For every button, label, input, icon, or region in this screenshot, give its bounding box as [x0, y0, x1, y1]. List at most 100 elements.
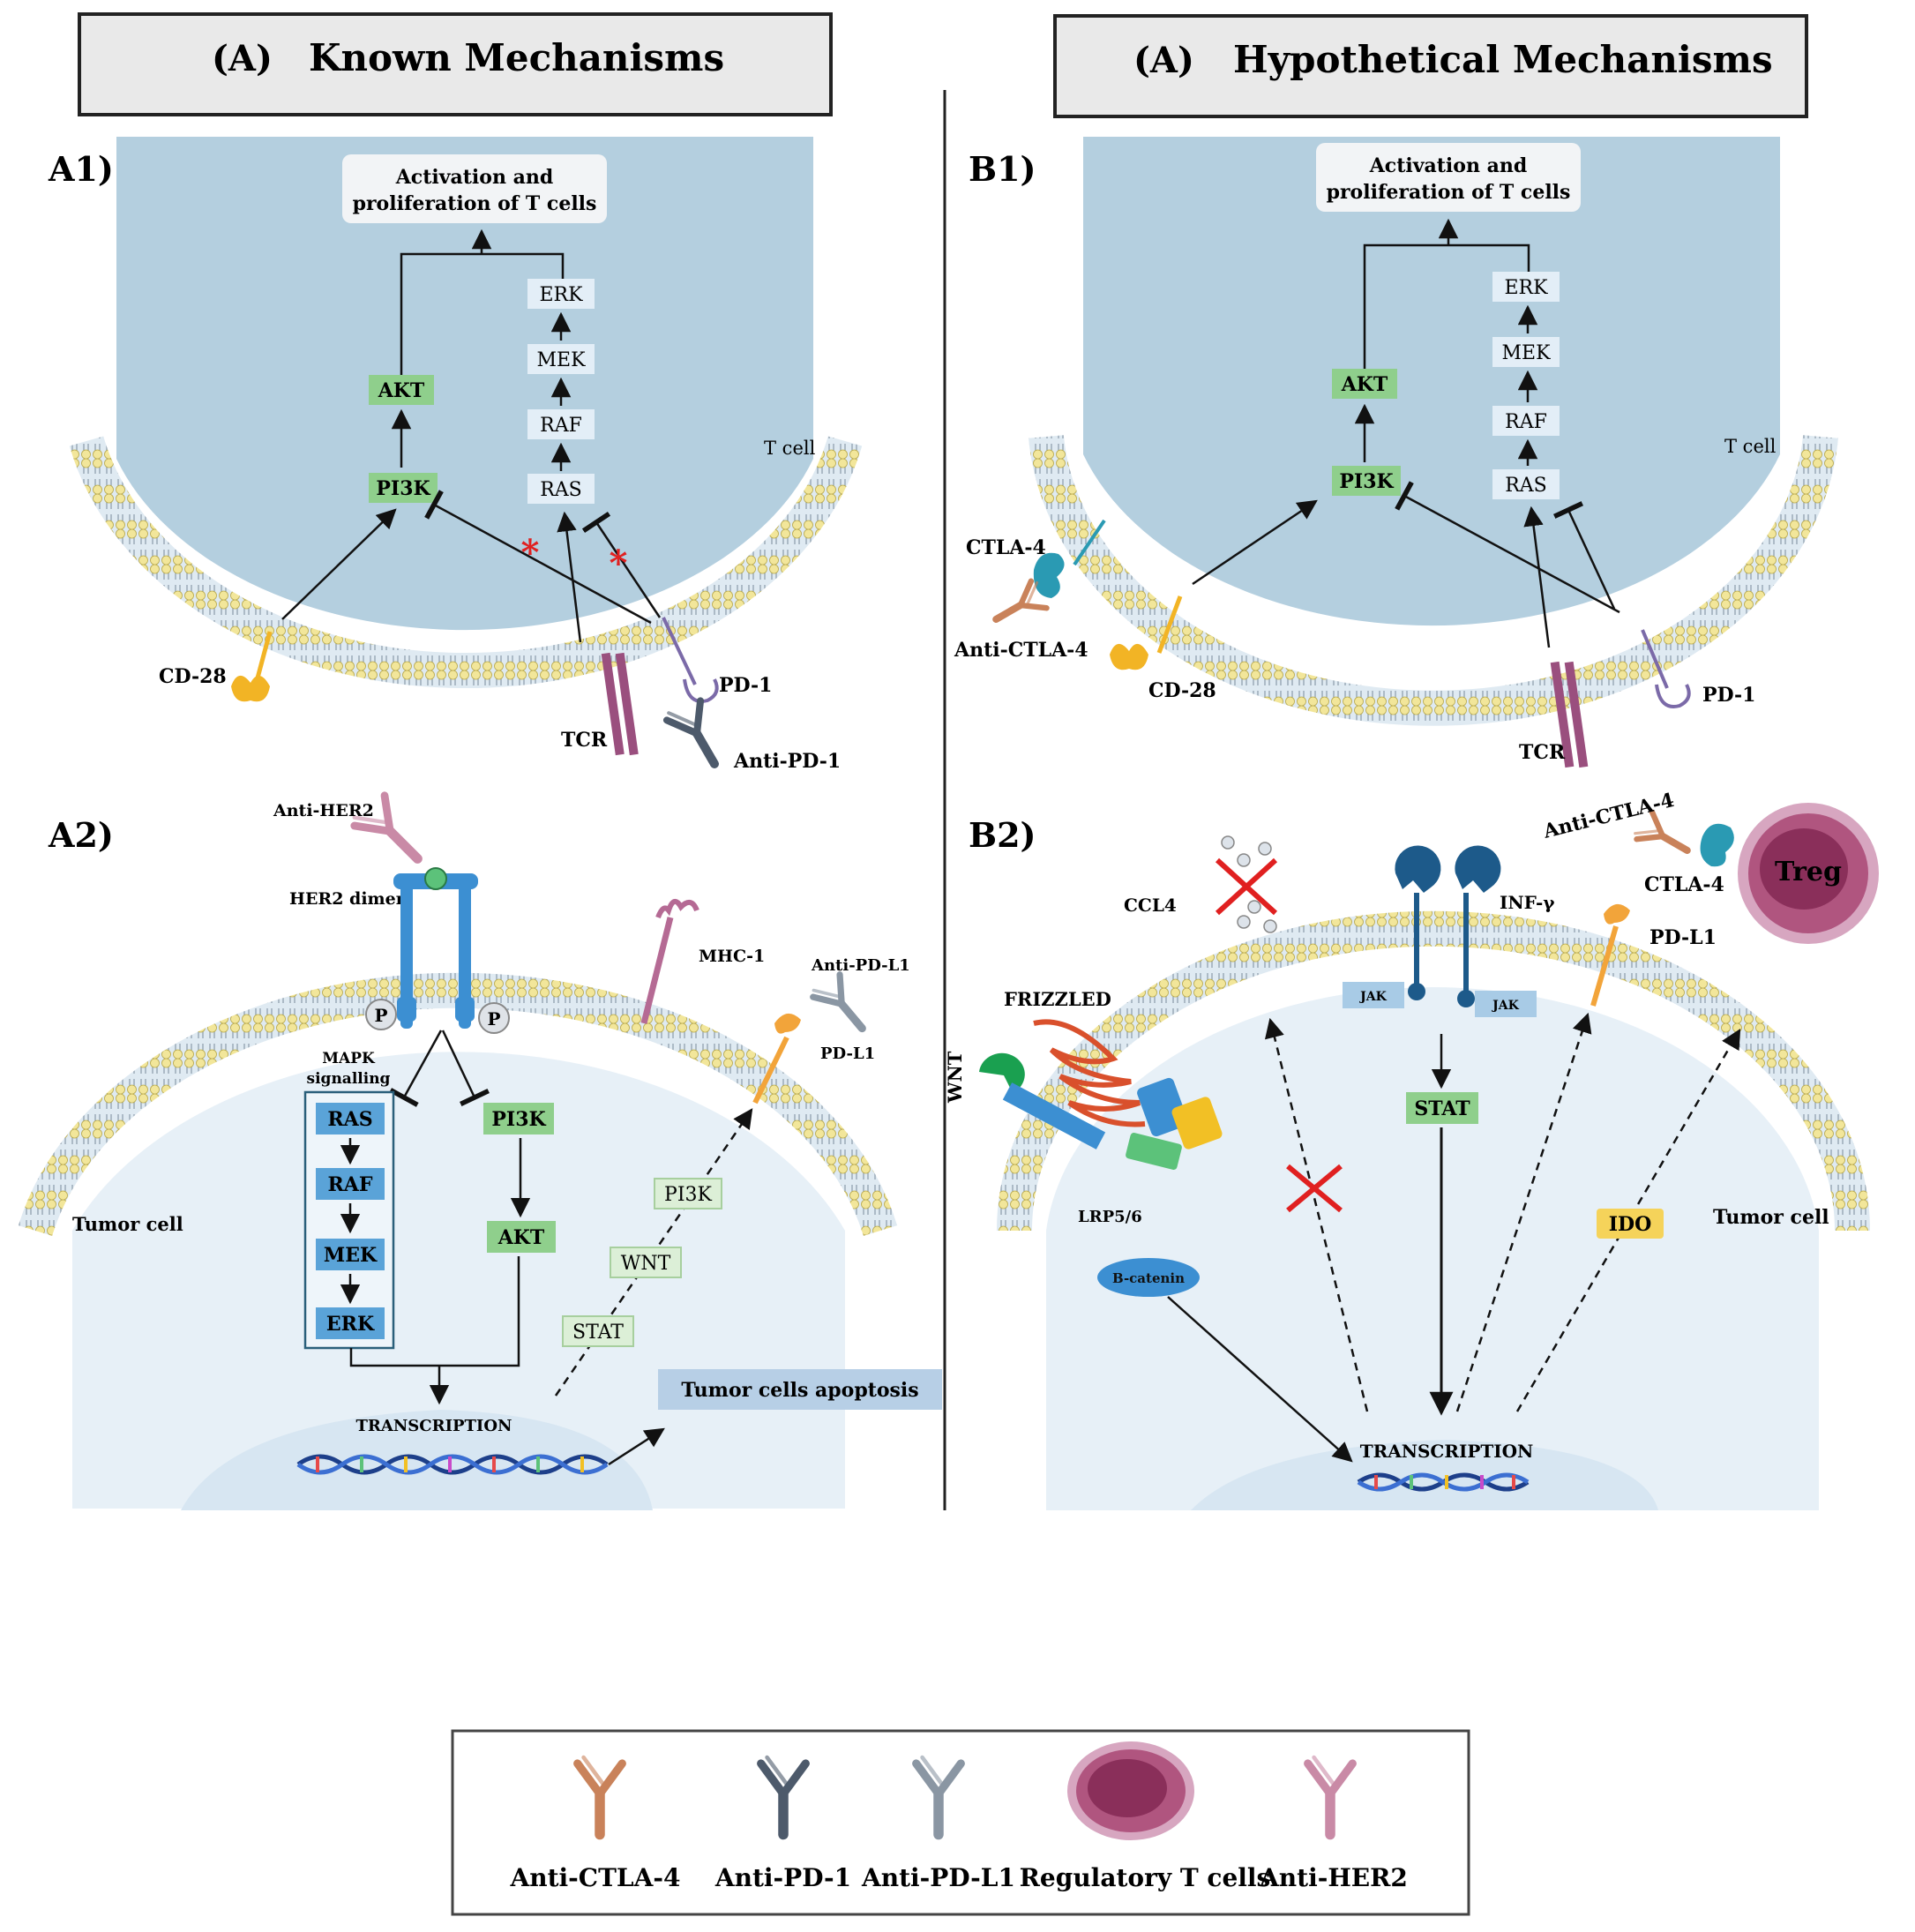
wnt-label: WNT	[944, 1051, 966, 1104]
header-left-prefix: (A)	[212, 38, 273, 79]
treg-cell	[1738, 803, 1879, 944]
pi3k-label-b1: PI3K	[1339, 470, 1394, 493]
header-hypothetical-mechanisms: (A) Hypothetical Mechanisms	[1053, 14, 1808, 118]
cd28-receptor	[231, 631, 273, 702]
cd28-receptor-b1	[1110, 595, 1183, 670]
pd1-ras-inhibition	[581, 511, 662, 618]
erk-node-b1	[1492, 272, 1560, 302]
jak-label-right: JAK	[1491, 999, 1519, 1013]
ras-label-b1: RAS	[1505, 475, 1547, 497]
panel-b2: B2) Tumor cell CCL4 INF-γ JAK JAK ST	[944, 789, 1879, 1510]
erk-label: ERK	[539, 284, 583, 306]
legend-label-anti-ctla4: Anti-CTLA-4	[510, 1863, 681, 1892]
tumor-cell-label-b2: Tumor cell	[1713, 1206, 1829, 1229]
header-known-mechanisms: (A) Known Mechanisms	[78, 12, 833, 116]
akt-label-b1: AKT	[1341, 373, 1388, 396]
cd28-label-b1: CD-28	[1148, 679, 1216, 702]
pi3k-node-a2	[483, 1103, 554, 1134]
tumor-cell-label: Tumor cell	[72, 1213, 183, 1235]
pdl1-label-b2: PD-L1	[1649, 926, 1717, 949]
transcription-label-a2: TRANSCRIPTION	[356, 1417, 512, 1435]
cd28-label: CD-28	[159, 665, 227, 688]
anti-her2-label: Anti-HER2	[273, 801, 374, 820]
anti-pdl1-antibody	[810, 971, 875, 1040]
jak-label-left: JAK	[1358, 990, 1387, 1004]
block-asterisk-1: *	[521, 532, 540, 573]
frizzled-receptor	[1033, 1019, 1146, 1127]
tcell-membrane-b1	[1029, 435, 1838, 726]
pd1-label: PD-1	[719, 674, 772, 697]
mek-label-b1: MEK	[1501, 342, 1551, 364]
frizzled-yellow-block	[1171, 1097, 1223, 1149]
convergence-line	[349, 1256, 520, 1367]
pdl1-receptor-a2	[752, 1013, 801, 1105]
activation-line1-b1: Activation and	[1369, 154, 1528, 177]
legend-label-anti-her2: Anti-HER2	[1259, 1863, 1408, 1892]
lrp-coreceptor	[1002, 1082, 1106, 1149]
merge-line-b1	[1363, 243, 1530, 371]
pd1-receptor	[662, 617, 719, 703]
pd1-label-b1: PD-1	[1702, 684, 1755, 707]
tumor-cell-membrane	[18, 972, 898, 1236]
ras-label: RAS	[540, 479, 582, 501]
pi3k-dashed-node	[654, 1178, 722, 1209]
jak-node-right	[1475, 991, 1537, 1017]
erk-label-a2: ERK	[326, 1313, 375, 1336]
block-asterisk-2: *	[610, 543, 628, 584]
erk-node	[527, 279, 595, 309]
tcr-label-b1: TCR	[1519, 741, 1566, 764]
pi3k-label-a2: PI3K	[491, 1108, 546, 1131]
pd1-ras-inhibition-b1	[1552, 501, 1616, 610]
panel-b1: B1) T cell Activation and proliferation …	[954, 137, 1838, 768]
pd1-pi3k-inhibition-b1	[1395, 481, 1620, 614]
tcr-receptor-b1	[1550, 661, 1589, 768]
wnt-ligand	[979, 1052, 1025, 1093]
panel-a1-label: A1)	[48, 149, 114, 189]
ras-node-b1	[1492, 469, 1560, 499]
mapk-label-line1: MAPK	[322, 1050, 376, 1067]
dna-helix-a2	[296, 1454, 609, 1475]
transcription-apoptosis-arrow	[608, 1427, 665, 1466]
ras-node	[527, 474, 595, 504]
tcell-label-b1: T cell	[1724, 436, 1777, 457]
stat-label-b2: STAT	[1414, 1097, 1470, 1120]
beta-catenin-label: B-catenin	[1112, 1270, 1185, 1286]
tumor-cell-interior	[72, 1052, 845, 1509]
beta-catenin-transcription-arrow	[1167, 1296, 1353, 1463]
ccl4-block-cross	[1215, 857, 1278, 916]
pd1-receptor-b1	[1641, 629, 1691, 708]
her2-dimer-label: HER2 dimer	[289, 889, 406, 909]
mek-node-b1	[1492, 337, 1560, 367]
transcription-membrane-dashed	[1515, 1029, 1741, 1412]
tcell-membrane	[69, 436, 863, 688]
cd28-pi3k-arrow-b1	[1192, 499, 1318, 586]
raf-node-a2	[316, 1168, 385, 1200]
phospho-right-label: P	[487, 1008, 500, 1030]
erk-label-b1: ERK	[1504, 277, 1548, 299]
ras-node-a2	[316, 1103, 385, 1134]
ido-label: IDO	[1609, 1213, 1652, 1236]
activation-line2-b1: proliferation of T cells	[1327, 181, 1571, 204]
mek-label: MEK	[536, 349, 586, 371]
akt-node-a2	[487, 1221, 556, 1253]
ctla4-on-treg	[1700, 823, 1734, 867]
her2-dimer	[393, 867, 478, 1029]
jak-node-left	[1343, 982, 1404, 1008]
frizzled-green-block	[1126, 1133, 1182, 1170]
phospho-right	[478, 1002, 510, 1034]
ctla4-label-b2: CTLA-4	[1644, 873, 1724, 896]
anti-pdl1-label: Anti-PD-L1	[811, 956, 910, 975]
akt-node	[369, 375, 434, 405]
legend-label-regulatory-t-cells: Regulatory T cells	[1020, 1863, 1271, 1892]
mhc1-label: MHC-1	[699, 947, 765, 966]
phospho-left	[365, 999, 397, 1030]
anti-pd1-antibody	[664, 696, 731, 774]
transcription-label-b2: TRANSCRIPTION	[1360, 1441, 1534, 1462]
mek-label-a2: MEK	[324, 1244, 378, 1267]
legend-treg-icon	[1067, 1741, 1194, 1840]
activation-line1: Activation and	[395, 166, 554, 189]
treg-label: Treg	[1775, 857, 1842, 887]
raf-label-b1: RAF	[1505, 411, 1547, 433]
dna-helix-b2	[1357, 1472, 1530, 1492]
ctla4-receptor	[1033, 519, 1106, 598]
